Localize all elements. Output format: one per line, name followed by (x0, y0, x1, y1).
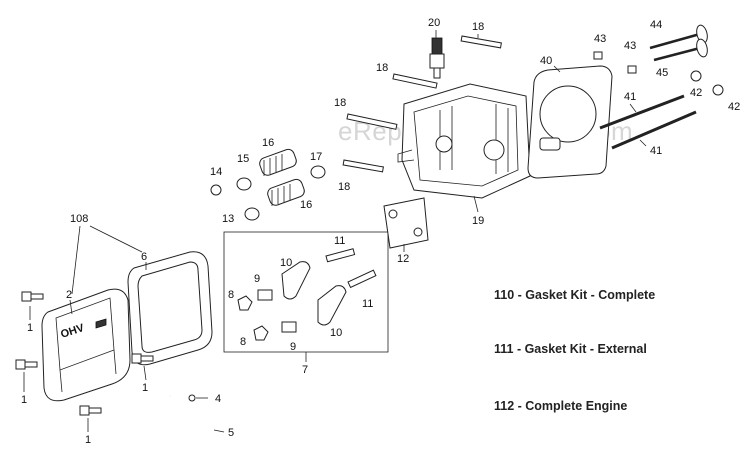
callout-18b: 18 (334, 97, 346, 109)
callout-45: 45 (656, 67, 668, 79)
valve-spring-upper (259, 148, 297, 176)
spring-retainer-17 (310, 165, 326, 179)
spring-retainer-15 (236, 177, 252, 191)
leader-lines (23, 30, 647, 433)
callout-labels: 108 6 2 1 1 1 1 4 5 7 8 8 9 9 10 10 11 1… (21, 17, 740, 446)
callout-2: 2 (66, 289, 72, 301)
callout-41b: 41 (650, 145, 662, 157)
callout-8a: 8 (228, 289, 234, 301)
callout-16b: 16 (300, 199, 312, 211)
callout-4: 4 (215, 393, 221, 405)
callout-1b: 1 (21, 394, 27, 406)
callout-18c: 18 (338, 181, 350, 193)
callout-41a: 41 (624, 91, 636, 103)
callout-19: 19 (472, 215, 484, 227)
callout-9b: 9 (290, 341, 296, 353)
rocker-pivot-9b (281, 321, 297, 333)
callout-14: 14 (210, 166, 222, 178)
callout-13: 13 (222, 213, 234, 225)
callout-20: 20 (428, 17, 440, 29)
rocker-group-box (223, 231, 389, 353)
valve-seal-14 (210, 184, 222, 196)
rocker-nut-8b (253, 325, 269, 341)
callout-18a: 18 (376, 62, 388, 74)
callout-42b: 42 (728, 101, 740, 113)
callout-1d: 1 (85, 434, 91, 446)
bolt-1d (79, 405, 102, 416)
valve-keeper-43a (593, 51, 603, 60)
callout-18d: 18 (472, 21, 484, 33)
valve-seal-13 (244, 207, 260, 221)
callout-9a: 9 (254, 273, 260, 285)
callout-108: 108 (70, 213, 88, 225)
bolt-1a (21, 291, 44, 302)
callout-10b: 10 (330, 327, 342, 339)
callout-43a: 43 (594, 33, 606, 45)
rocker-arm-upper (281, 261, 311, 300)
breather-tube (168, 394, 218, 440)
callout-10a: 10 (280, 257, 292, 269)
valve-keeper-43b (627, 65, 637, 74)
valve-spring-lower (267, 178, 305, 206)
callout-17: 17 (310, 151, 322, 163)
callout-6: 6 (141, 251, 147, 263)
callout-43b: 43 (624, 40, 636, 52)
head-bolt-18c (342, 159, 384, 173)
cylinder-head (397, 83, 531, 199)
valve-cover: OHV (41, 288, 131, 402)
spark-plug (429, 37, 445, 79)
head-bolt-18d (460, 35, 502, 49)
note-complete-engine: 112 - Complete Engine (494, 399, 627, 413)
callout-1a: 1 (27, 322, 33, 334)
push-rod-lower (611, 110, 697, 150)
callout-42a: 42 (690, 87, 702, 99)
callout-44: 44 (650, 19, 662, 31)
note-gasket-kit-external: 111 - Gasket Kit - External (494, 342, 647, 356)
rocker-pivot-9a (257, 289, 273, 301)
callout-40: 40 (540, 55, 552, 67)
callout-12: 12 (397, 253, 409, 265)
valve-cover-gasket (127, 251, 213, 366)
callout-15: 15 (237, 153, 249, 165)
rocker-stud-11a (325, 248, 356, 263)
callout-5: 5 (228, 427, 234, 439)
head-bolt-18b (346, 113, 398, 130)
callout-8b: 8 (240, 336, 246, 348)
head-bolt-18a (392, 73, 438, 89)
callout-16a: 16 (262, 137, 274, 149)
kit-notes: 110 - Gasket Kit - Complete 111 - Gasket… (494, 288, 655, 413)
callout-1c: 1 (142, 382, 148, 394)
callout-11b: 11 (362, 298, 373, 310)
push-rod-upper (599, 94, 685, 130)
valve-cap-42b (712, 84, 724, 96)
note-gasket-kit-complete: 110 - Gasket Kit - Complete (494, 288, 655, 302)
callout-11a: 11 (334, 235, 345, 247)
bolt-1b (15, 359, 38, 370)
exhaust-gasket (383, 197, 429, 249)
rocker-nut-8a (237, 295, 253, 311)
rocker-arm-lower (317, 285, 347, 326)
valve-cap-42a (690, 70, 702, 82)
bolt-1c (131, 353, 154, 364)
rocker-stud-11b (347, 269, 377, 289)
head-gasket (527, 65, 613, 179)
exhaust-valve (653, 38, 708, 62)
callout-7: 7 (302, 364, 308, 376)
